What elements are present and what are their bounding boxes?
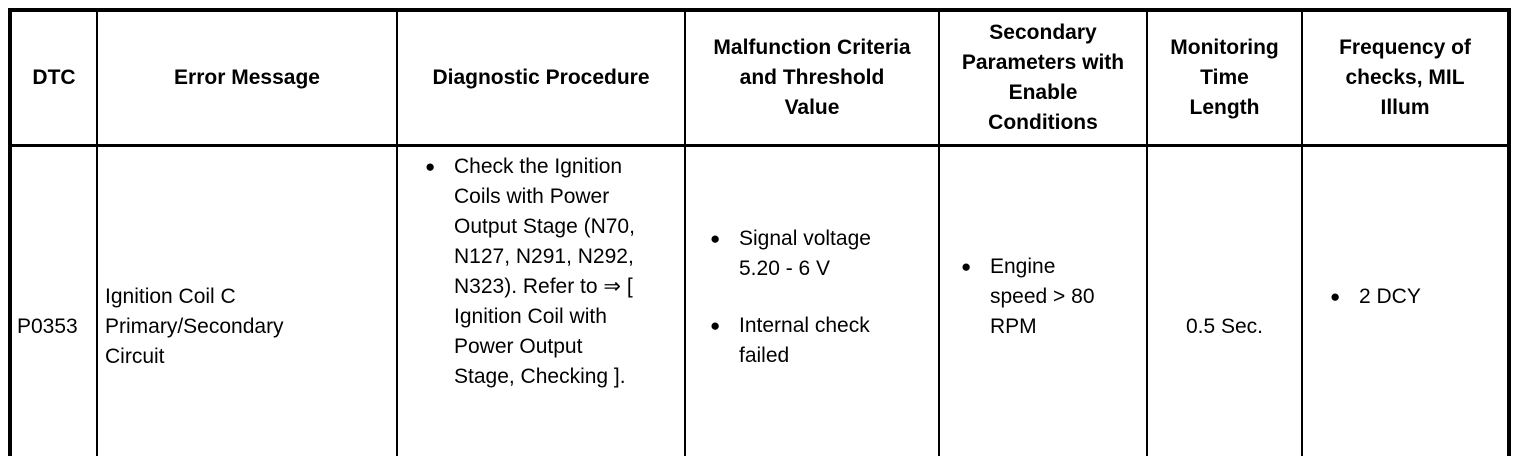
dtc-code-text: P0353	[17, 315, 78, 338]
monitoring-time-text: 0.5 Sec.	[1185, 315, 1264, 338]
bullet-icon: ●	[425, 157, 436, 176]
column-header-secondary-parameters: Secondary Parameters with Enable Conditi…	[938, 9, 1148, 147]
table-header-row: DTC Error Message Diagnostic Procedure M…	[9, 9, 1510, 147]
table-data-row: P0353 Ignition Coil C Primary/Secondary …	[9, 144, 1510, 456]
cell-diagnostic-procedure: ● Check the Ignition Coils with Power Ou…	[396, 144, 686, 456]
column-header-error-message: Error Message	[96, 9, 398, 147]
error-message-text: Ignition Coil C Primary/Secondary Circui…	[105, 285, 284, 368]
cell-secondary-parameters: ● Engine speed > 80 RPM	[938, 144, 1148, 456]
column-header-monitoring-time: Monitoring Time Length	[1146, 9, 1303, 147]
cell-dtc-code: P0353	[9, 144, 98, 456]
diagnostic-procedure-text: Check the Ignition Coils with Power Outp…	[454, 155, 635, 388]
list-item: ● Engine speed > 80 RPM	[961, 252, 1142, 342]
column-header-malfunction-criteria: Malfunction Criteria and Threshold Value	[684, 9, 940, 147]
list-item: ● Internal check failed	[710, 311, 934, 371]
secondary-parameters-text: Engine speed > 80 RPM	[990, 255, 1095, 338]
malfunction-criteria-text-2: Internal check failed	[739, 313, 870, 367]
list-item: ● 2 DCY	[1330, 282, 1503, 312]
list-item: ● Check the Ignition Coils with Power Ou…	[425, 152, 678, 392]
cell-malfunction-criteria: ● Signal voltage 5.20 - 6 V ● Internal c…	[684, 144, 940, 456]
column-header-frequency-of-checks: Frequency of checks, MIL Illum	[1301, 9, 1510, 147]
cell-frequency-of-checks: ● 2 DCY	[1301, 144, 1510, 456]
column-header-dtc: DTC	[9, 9, 98, 147]
column-header-diagnostic-procedure: Diagnostic Procedure	[396, 9, 686, 147]
bullet-icon: ●	[961, 257, 972, 276]
cell-monitoring-time: 0.5 Sec.	[1146, 144, 1303, 456]
list-item: ● Signal voltage 5.20 - 6 V	[710, 224, 934, 284]
bullet-icon: ●	[710, 315, 721, 335]
cell-error-message: Ignition Coil C Primary/Secondary Circui…	[96, 144, 398, 456]
bullet-icon: ●	[710, 228, 721, 248]
bullet-icon: ●	[1330, 287, 1341, 306]
malfunction-criteria-text-1: Signal voltage 5.20 - 6 V	[739, 226, 871, 280]
dtc-diagnostic-table: DTC Error Message Diagnostic Procedure M…	[8, 8, 1511, 456]
frequency-of-checks-text: 2 DCY	[1359, 285, 1421, 308]
